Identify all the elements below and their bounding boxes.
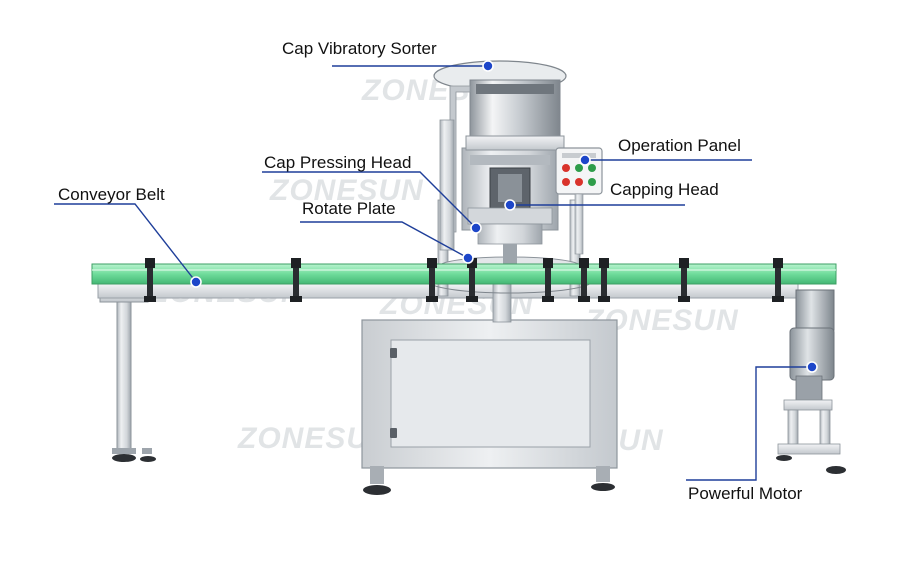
callout-dot-cap-vibratory-sorter: [482, 60, 494, 72]
conveyor-belt: [91, 263, 837, 285]
callout-dot-rotate-plate: [462, 252, 474, 264]
label-conveyor-belt: Conveyor Belt: [58, 185, 165, 204]
guide-rail-bracket: [426, 258, 438, 302]
leader-line-conveyor-belt: [54, 203, 197, 283]
guide-rail-bracket: [598, 258, 610, 302]
leader-line-powerful-motor: [686, 366, 812, 481]
operation-panel-box: [555, 147, 603, 255]
cap-vibratory-bowl: [433, 60, 567, 251]
leader-line-cap-pressing-head: [262, 171, 477, 229]
guide-rail-bracket: [678, 258, 690, 302]
guide-rail-bracket: [578, 258, 590, 302]
callout-dot-capping-head: [504, 199, 516, 211]
callout-dot-conveyor-belt: [190, 276, 202, 288]
callout-leader-lines: [54, 65, 812, 481]
guide-rail-bracket: [290, 258, 302, 302]
label-rotate-plate: Rotate Plate: [302, 199, 396, 218]
callout-dot-operation-panel: [579, 154, 591, 166]
label-capping-head: Capping Head: [610, 180, 719, 199]
callout-dot-powerful-motor: [806, 361, 818, 373]
guide-rail-brackets: [144, 258, 784, 302]
guide-rail-bracket: [542, 258, 554, 302]
label-cap-pressing-head: Cap Pressing Head: [264, 153, 412, 172]
callout-dot-cap-pressing-head: [470, 222, 482, 234]
watermark-text: ZONESUN: [269, 174, 424, 207]
capping-turret: [461, 147, 559, 268]
leader-line-rotate-plate: [300, 221, 469, 259]
label-operation-panel: Operation Panel: [618, 136, 741, 155]
machine-cabinet: [361, 319, 618, 495]
label-powerful-motor: Powerful Motor: [688, 484, 803, 503]
left-support-stand: [99, 285, 156, 462]
guide-rail-bracket: [772, 258, 784, 302]
guide-rail-bracket: [466, 258, 478, 302]
callout-dots: [190, 60, 818, 373]
label-cap-vibratory-sorter: Cap Vibratory Sorter: [282, 39, 437, 58]
guide-rail-bracket: [144, 258, 156, 302]
drive-motor: [776, 289, 846, 474]
